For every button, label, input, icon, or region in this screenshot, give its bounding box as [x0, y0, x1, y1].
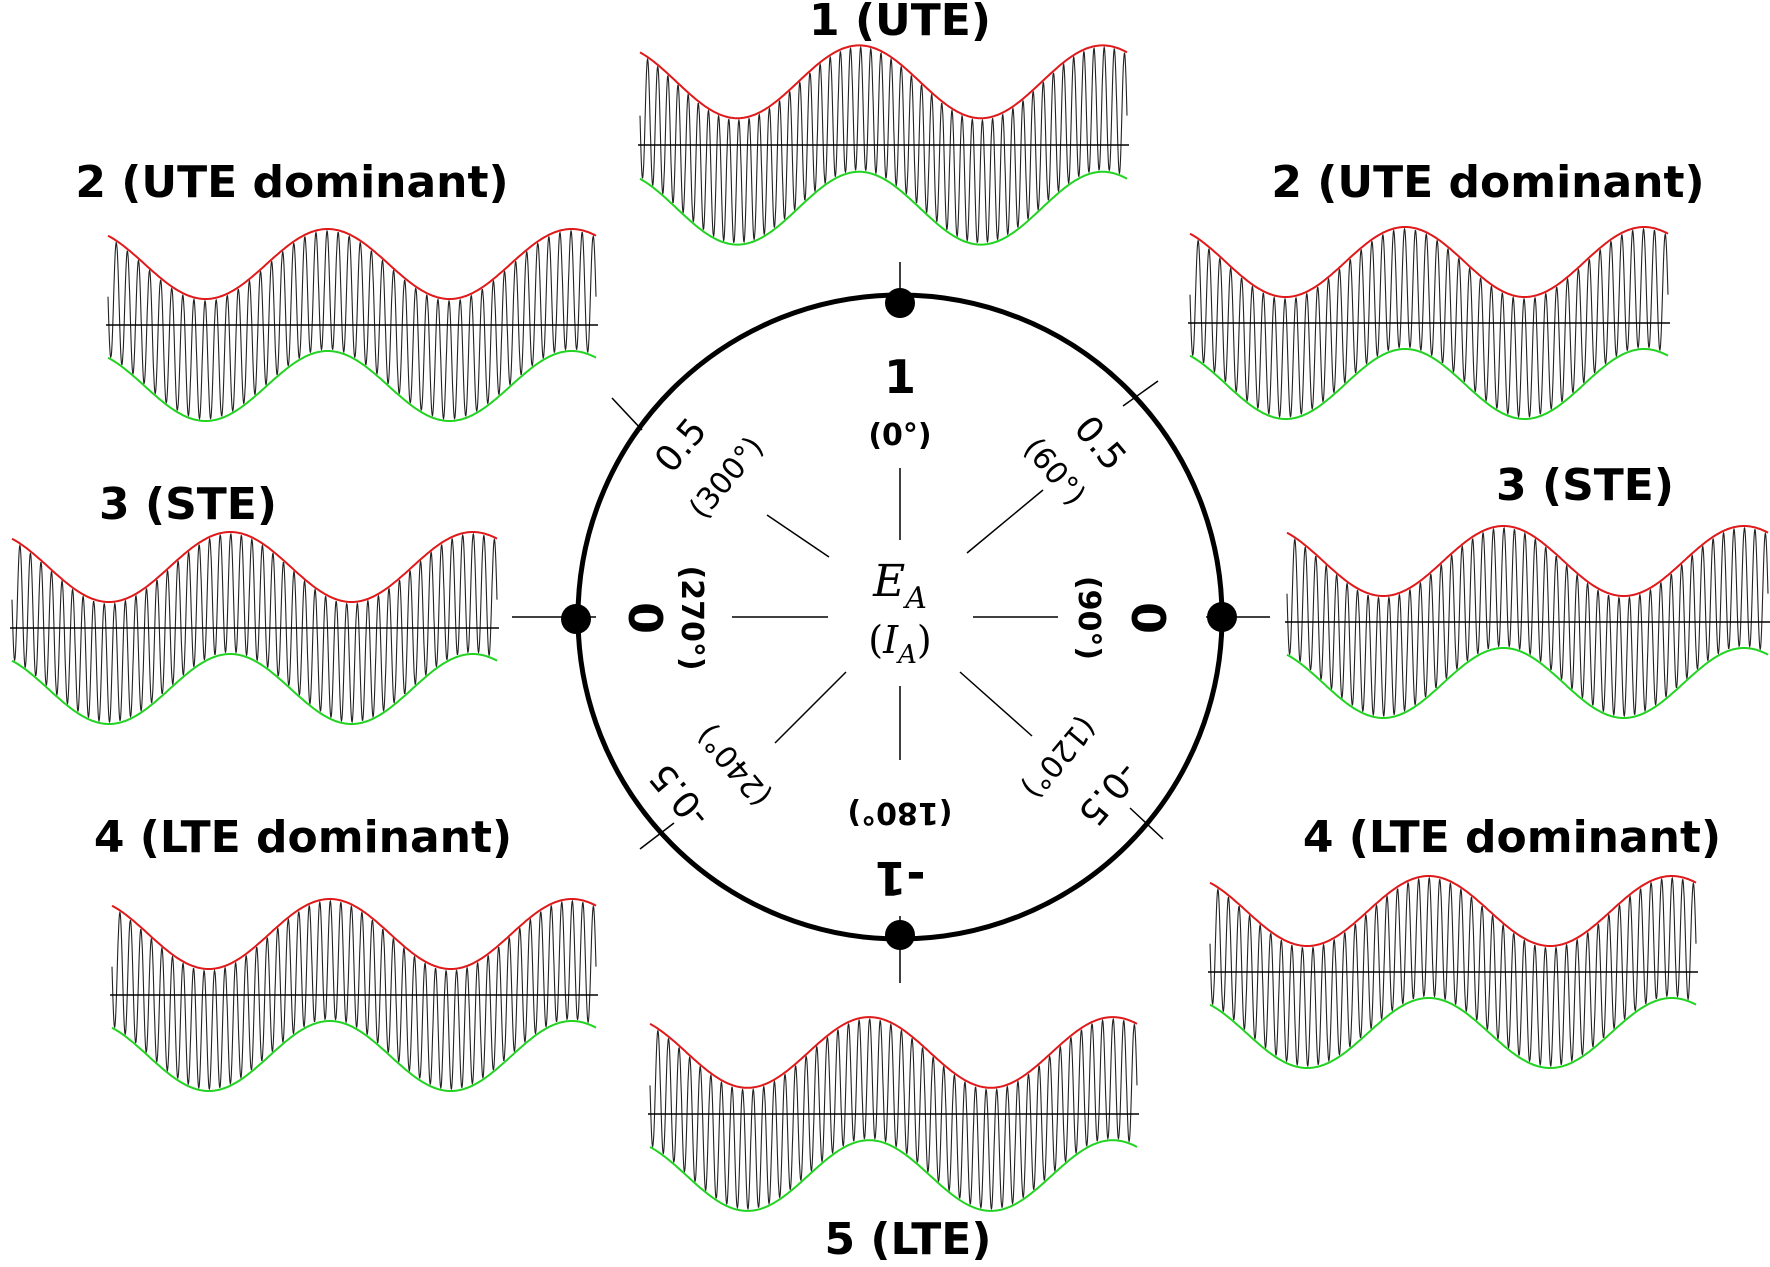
panel-title: 4 (LTE dominant) [94, 812, 512, 863]
spoke-upper-right [966, 489, 1044, 554]
panel-title: 4 (LTE dominant) [1303, 812, 1721, 863]
upper-envelope [1286, 525, 1769, 597]
lower-envelope [1189, 348, 1669, 420]
panel-left: 3 (STE) [10, 479, 499, 725]
spoke-lower-right [959, 671, 1033, 737]
waveform-plot [1285, 525, 1770, 719]
dial-label-top-angle: (0°) [868, 418, 931, 453]
lower-envelope [1286, 647, 1769, 719]
upper-envelope [111, 898, 597, 970]
dial-label-lower-right-value: -0.5 [1070, 753, 1147, 833]
upper-envelope [1209, 875, 1697, 947]
lower-envelope [639, 170, 1128, 246]
dial-label-top-value: 1 [884, 350, 916, 404]
dial-tick-lower-right [1129, 807, 1164, 840]
dial-label-left-value: 0 [618, 602, 672, 634]
panel-bottom: 5 (LTE) [648, 1016, 1139, 1265]
spoke-upper-left [766, 514, 830, 558]
wave-signal [107, 229, 597, 421]
dial-center-alt: (IA) [868, 618, 931, 670]
dial-tick-upper-left [611, 397, 643, 431]
wave-signal [1209, 876, 1697, 1068]
upper-envelope [11, 531, 498, 603]
upper-envelope [1189, 226, 1669, 298]
panel-lower-left: 4 (LTE dominant) [94, 812, 598, 1092]
dial-label-bottom-angle: (180°) [847, 795, 952, 830]
node-bottom [885, 920, 915, 950]
dial-label-left-angle: (270°) [674, 565, 709, 670]
panel-title: 5 (LTE) [825, 1214, 992, 1265]
upper-envelope [639, 44, 1128, 120]
node-right [1207, 602, 1237, 632]
lower-envelope [649, 1139, 1138, 1212]
dial-tick-lower-left [639, 822, 675, 850]
waveform-plot [1208, 875, 1698, 1069]
panel-title: 1 (UTE) [809, 0, 991, 46]
node-top [885, 288, 915, 318]
waveform-plot [110, 898, 598, 1092]
lower-envelope [1209, 997, 1697, 1069]
panel-title: 2 (UTE dominant) [75, 157, 508, 208]
panel-top: 1 (UTE) [638, 0, 1129, 246]
waveform-plot [648, 1016, 1139, 1212]
waveform-plot [106, 228, 598, 422]
panel-title: 3 (STE) [1496, 460, 1674, 511]
dial-label-right-value: 0 [1121, 602, 1175, 634]
node-left [561, 604, 591, 634]
dial-tick-upper-right [1122, 380, 1159, 407]
waveform-plot [638, 44, 1129, 246]
panel-title: 3 (STE) [99, 479, 277, 530]
wave-signal [639, 45, 1128, 244]
wave-signal [11, 532, 498, 724]
wave-signal [1189, 227, 1669, 419]
waveform-plot [1188, 226, 1670, 420]
panel-title: 2 (UTE dominant) [1271, 157, 1704, 208]
spoke-lower-left [774, 671, 847, 744]
lower-envelope [11, 653, 498, 725]
panel-upper-right: 2 (UTE dominant) [1188, 157, 1705, 420]
wave-signal [111, 899, 597, 1091]
panel-lower-right: 4 (LTE dominant) [1208, 812, 1721, 1069]
dial-label-upper-left-value: 0.5 [647, 410, 715, 480]
upper-envelope [649, 1016, 1138, 1089]
lower-envelope [111, 1020, 597, 1092]
wave-signal [649, 1017, 1138, 1211]
dial-label-bottom-value: -1 [874, 851, 925, 905]
dial-label-upper-right-value: 0.5 [1066, 408, 1134, 478]
dial-center-main: EA [872, 556, 927, 616]
phase-dial: 1 (0°) -1 (180°) 0 (90°) 0 (270°) 0.5 (6… [512, 262, 1270, 983]
upper-envelope [107, 228, 597, 300]
panel-upper-left: 2 (UTE dominant) [75, 157, 598, 422]
wave-signal [1286, 526, 1769, 718]
lower-envelope [107, 350, 597, 422]
panel-right: 3 (STE) [1285, 460, 1770, 719]
dial-label-right-angle: (90°) [1071, 576, 1106, 660]
waveform-plot [10, 531, 499, 725]
